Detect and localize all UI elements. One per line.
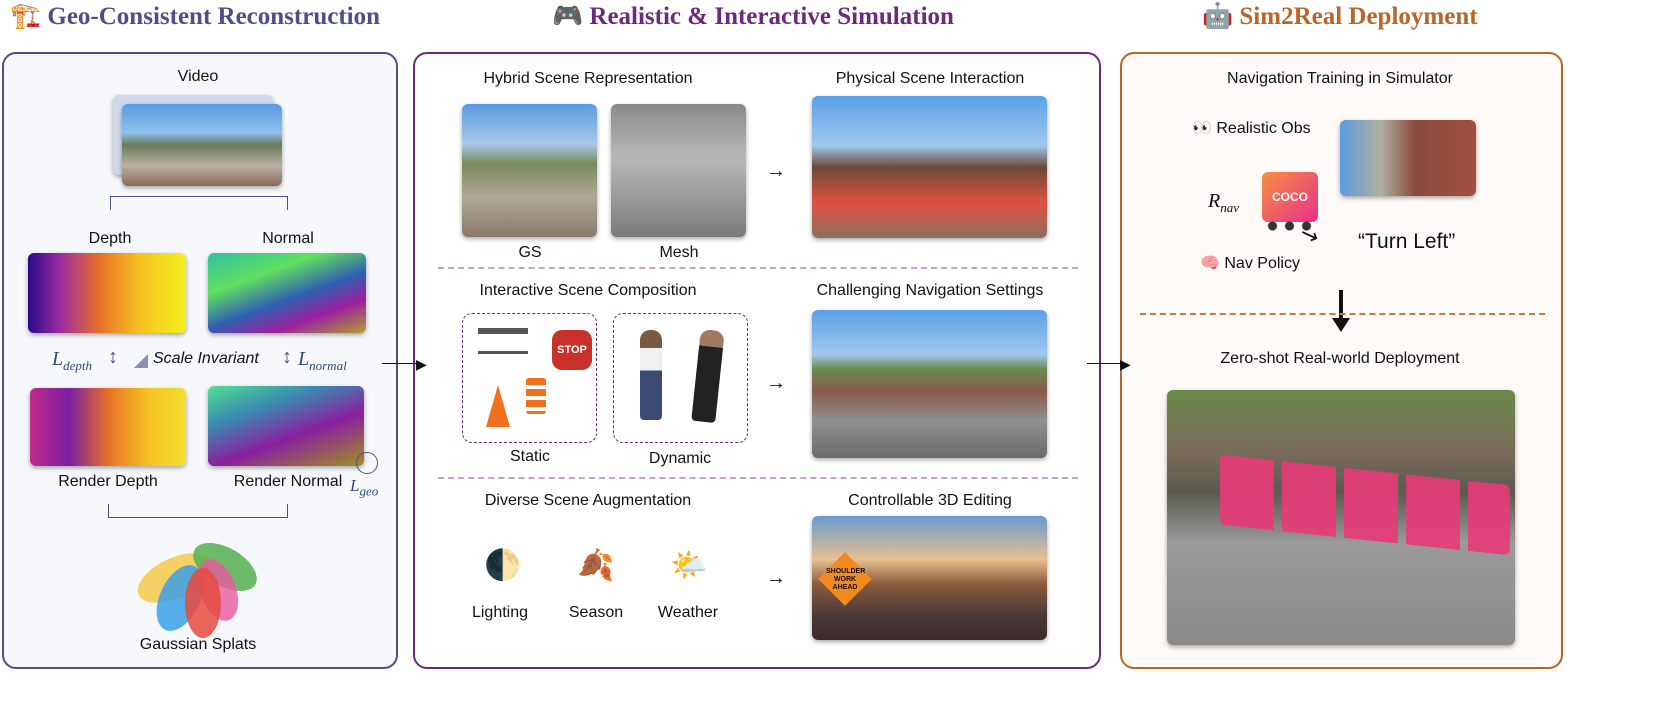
depth-map [28, 253, 186, 333]
observation-image [1340, 120, 1476, 196]
l-normal-label: Lnormal [298, 348, 347, 373]
challenging-navigation-image [812, 310, 1047, 458]
turn-left-label: “Turn Left” [1358, 230, 1456, 253]
robot-icon: 🤖 [1202, 3, 1234, 30]
bench-icon [478, 328, 528, 354]
render-depth-map [30, 388, 186, 466]
leaves-icon: 🍂 [577, 549, 615, 582]
pedestrian-woman-icon [640, 330, 662, 420]
robot-wheels [1264, 220, 1316, 232]
l-geo-label: Lgeo [350, 476, 379, 499]
header-middle: 🎮 Realistic & Interactive Simulation [552, 2, 954, 31]
zero-shot-label: Zero-shot Real-world Deployment [1220, 350, 1460, 367]
render-normal-label: Render Normal [233, 473, 343, 490]
physical-label: Physical Scene Interaction [835, 70, 1025, 87]
render-normal-map [208, 386, 364, 466]
traffic-cone-icon [486, 385, 510, 427]
static-label: Static [509, 448, 551, 465]
gaussian-splats-icon [130, 528, 270, 639]
header-left-title: Geo-Consistent Reconstruction [47, 3, 380, 30]
normal-compare-arrow: ↕ [282, 346, 292, 368]
moon-icon: 🌓 [484, 549, 522, 582]
loop-arrow-icon [356, 452, 378, 474]
divider-1 [438, 267, 1078, 269]
brain-icon: 🧠 [1200, 255, 1220, 272]
gaussian-splats-label: Gaussian Splats [139, 636, 257, 653]
dynamic-label: Dynamic [648, 450, 712, 467]
lighting-label: Lighting [471, 604, 529, 621]
mesh-label: Mesh [659, 244, 699, 261]
down-arrowhead [1332, 318, 1350, 332]
header-right-title: Sim2Real Deployment [1239, 3, 1478, 30]
header-left: 🏗️ Geo-Consistent Reconstruction [10, 2, 380, 31]
stop-sign-icon: STOP [552, 330, 592, 370]
editing-label: Controllable 3D Editing [848, 492, 1012, 509]
gs-image [462, 104, 597, 237]
panel-simulation [413, 52, 1101, 669]
barrel-icon [526, 378, 546, 414]
training-label: Navigation Training in Simulator [1227, 70, 1453, 87]
render-depth-label: Render Depth [58, 473, 158, 490]
mesh-image [611, 104, 746, 237]
normal-label: Normal [262, 230, 314, 247]
scale-invariant-label: Scale Invariant [153, 350, 259, 367]
depth-compare-arrow: ↕ [108, 346, 118, 368]
composition-label: Interactive Scene Composition [479, 282, 697, 299]
work-ahead-sign-text: SHOULDER WORK AHEAD [826, 568, 866, 591]
divider-right [1140, 313, 1545, 315]
arrow-composition: → [766, 372, 786, 394]
realistic-obs: 👀 Realistic Obs [1192, 120, 1311, 137]
hybrid-label: Hybrid Scene Representation [483, 70, 693, 87]
connector-splats [108, 504, 288, 518]
l-depth-label: Ldepth [52, 348, 93, 373]
robot-icon-sim: COCO [1262, 172, 1318, 222]
physical-interaction-image [812, 96, 1047, 238]
arrow-middle-to-right [1087, 363, 1123, 364]
video-frame [122, 104, 282, 186]
gs-label: GS [518, 244, 542, 261]
dynamic-assets-box [613, 313, 748, 443]
connector-video [110, 196, 288, 210]
challenging-label: Challenging Navigation Settings [816, 282, 1044, 299]
divider-2 [438, 477, 1078, 479]
augmentation-label: Diverse Scene Augmentation [484, 492, 692, 509]
gamepad-icon: 🎮 [552, 3, 584, 30]
weather-label: Weather [657, 604, 719, 621]
eyes-icon: 👀 [1192, 120, 1212, 137]
triangle-ruler-icon [134, 354, 148, 368]
r-nav-label: Rnav [1208, 190, 1239, 215]
header-middle-title: Realistic & Interactive Simulation [589, 3, 954, 30]
depth-label: Depth [88, 230, 132, 247]
normal-map [208, 253, 366, 333]
season-label: Season [568, 604, 624, 621]
arrowhead-icon: ▶ [1120, 356, 1131, 372]
arrow-hybrid: → [766, 160, 786, 182]
crane-icon: 🏗️ [10, 3, 42, 30]
arrow-left-to-middle [382, 363, 420, 364]
header-right: 🤖 Sim2Real Deployment [1202, 2, 1478, 31]
sun-cloud-icon: 🌤️ [670, 549, 708, 582]
down-arrow-icon [1339, 290, 1343, 320]
static-assets-box [462, 313, 597, 443]
video-label: Video [177, 68, 219, 85]
arrow-augmentation: → [766, 567, 786, 589]
nav-policy: 🧠 Nav Policy [1200, 255, 1300, 272]
arrowhead-icon: ▶ [416, 356, 427, 372]
